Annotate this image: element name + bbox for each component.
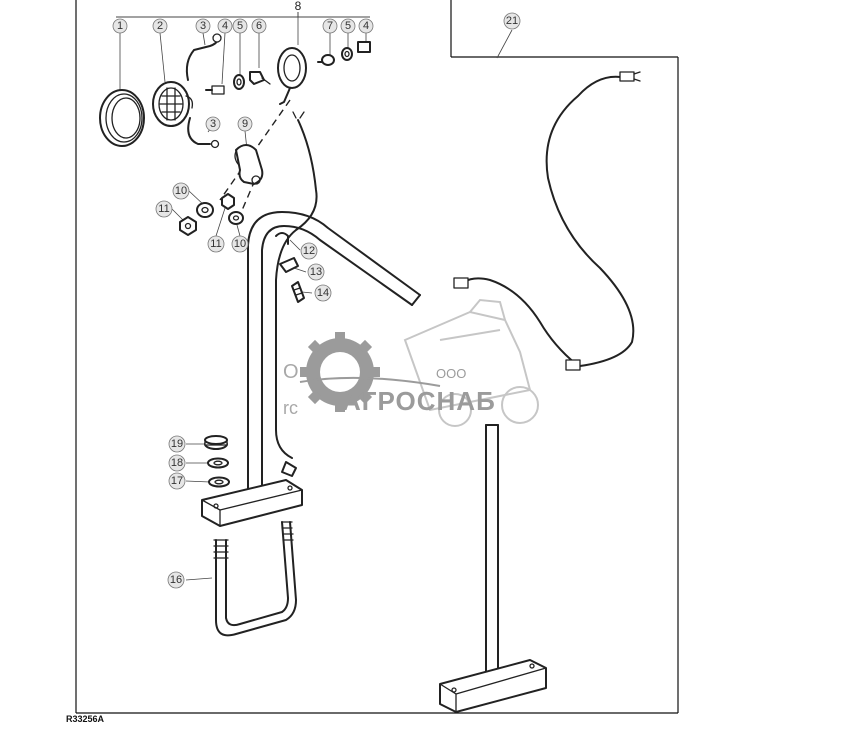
mounting-clamp <box>234 144 264 185</box>
svg-text:13: 13 <box>310 266 322 278</box>
svg-text:1: 1 <box>117 20 123 32</box>
svg-text:3: 3 <box>210 118 216 130</box>
svg-text:8: 8 <box>295 0 302 13</box>
watermark-fragment-bottom: rc <box>283 398 298 418</box>
svg-text:4: 4 <box>363 20 369 32</box>
callout-16: 16 <box>167 571 185 589</box>
callout-10-lower: 10 <box>231 235 249 253</box>
sealed-beam-lamp <box>152 81 194 127</box>
harvester-icon <box>403 298 539 427</box>
svg-text:9: 9 <box>242 118 248 130</box>
svg-text:10: 10 <box>234 238 246 250</box>
wire-lead-upper <box>185 33 222 81</box>
callout-14: 14 <box>314 284 332 302</box>
svg-text:21: 21 <box>506 15 518 27</box>
svg-text:2: 2 <box>157 20 163 32</box>
leader-lines <box>119 17 513 581</box>
nut-11-upper <box>179 216 197 236</box>
callout-5: 5 <box>232 18 248 34</box>
callout-10-upper: 10 <box>172 182 190 200</box>
svg-text:10: 10 <box>175 185 187 197</box>
nut-right <box>357 41 371 53</box>
svg-text:7: 7 <box>327 20 333 32</box>
nut-11-lower <box>221 193 235 210</box>
callout-13: 13 <box>307 263 325 281</box>
bracket-13 <box>279 257 299 273</box>
callout-bracket-8 <box>116 12 370 18</box>
callout-6: 6 <box>251 18 267 34</box>
base-plate-left <box>201 479 303 527</box>
washer-right <box>341 47 353 61</box>
washer-17 <box>208 476 230 488</box>
wiring-harness-tube <box>275 111 318 477</box>
gear-icon <box>300 332 380 412</box>
svg-text:19: 19 <box>171 438 183 450</box>
wire-lead-lower <box>187 117 220 149</box>
svg-text:14: 14 <box>317 287 329 299</box>
callout-4: 4 <box>217 18 233 34</box>
callout-11-upper: 11 <box>155 200 173 218</box>
connector-14 <box>291 281 305 303</box>
harness-extension-21 <box>453 71 641 371</box>
callout-18: 18 <box>168 454 186 472</box>
svg-text:5: 5 <box>237 20 243 32</box>
callout-21: 21 <box>503 12 521 30</box>
lamp-housing <box>277 47 307 105</box>
bolt-left <box>205 85 225 95</box>
svg-text:11: 11 <box>158 203 169 215</box>
svg-text:11: 11 <box>210 238 221 250</box>
callout-5-right: 5 <box>340 18 356 34</box>
support-stand-right <box>439 424 547 713</box>
callout-3: 3 <box>195 18 211 34</box>
spacer-right <box>317 54 335 66</box>
harness-clamp-12 <box>275 232 289 245</box>
watermark-company-name: АГРОСНАБ <box>342 386 496 416</box>
svg-text:5: 5 <box>345 20 351 32</box>
clip-bracket <box>249 71 271 85</box>
svg-text:3: 3 <box>200 20 206 32</box>
callout-1: 1 <box>112 18 128 34</box>
nut-19 <box>204 435 228 450</box>
callout-8: 8 <box>295 0 302 13</box>
callout-7: 7 <box>322 18 338 34</box>
callout-12: 12 <box>300 242 318 260</box>
headlight-bezel-ring <box>99 89 145 147</box>
lock-washer-18 <box>207 457 229 469</box>
callout-19: 19 <box>168 435 186 453</box>
svg-text:6: 6 <box>256 20 262 32</box>
watermark-fragment-top: О <box>283 361 299 383</box>
washer-10-upper <box>196 202 214 218</box>
figure-reference-code: R33256A <box>66 714 105 724</box>
svg-text:12: 12 <box>303 245 315 257</box>
svg-text:4: 4 <box>222 20 228 32</box>
callout-4-right: 4 <box>358 18 374 34</box>
washer-left <box>233 74 245 90</box>
diagram-frame <box>75 0 679 714</box>
washer-10-lower <box>228 211 244 225</box>
callout-17: 17 <box>168 472 186 490</box>
watermark-logo: ООО АГРОСНАБ О rc <box>283 298 539 427</box>
watermark-company-prefix: ООО <box>436 366 466 381</box>
svg-text:16: 16 <box>170 574 182 586</box>
svg-text:18: 18 <box>171 457 183 469</box>
u-bolt-16 <box>213 521 297 637</box>
callout-3-lower: 3 <box>205 116 221 132</box>
callout-9: 9 <box>237 116 253 132</box>
callout-2: 2 <box>152 18 168 34</box>
callout-11-lower: 11 <box>207 235 225 253</box>
svg-text:17: 17 <box>171 475 183 487</box>
lamp-support-tube <box>247 211 421 501</box>
